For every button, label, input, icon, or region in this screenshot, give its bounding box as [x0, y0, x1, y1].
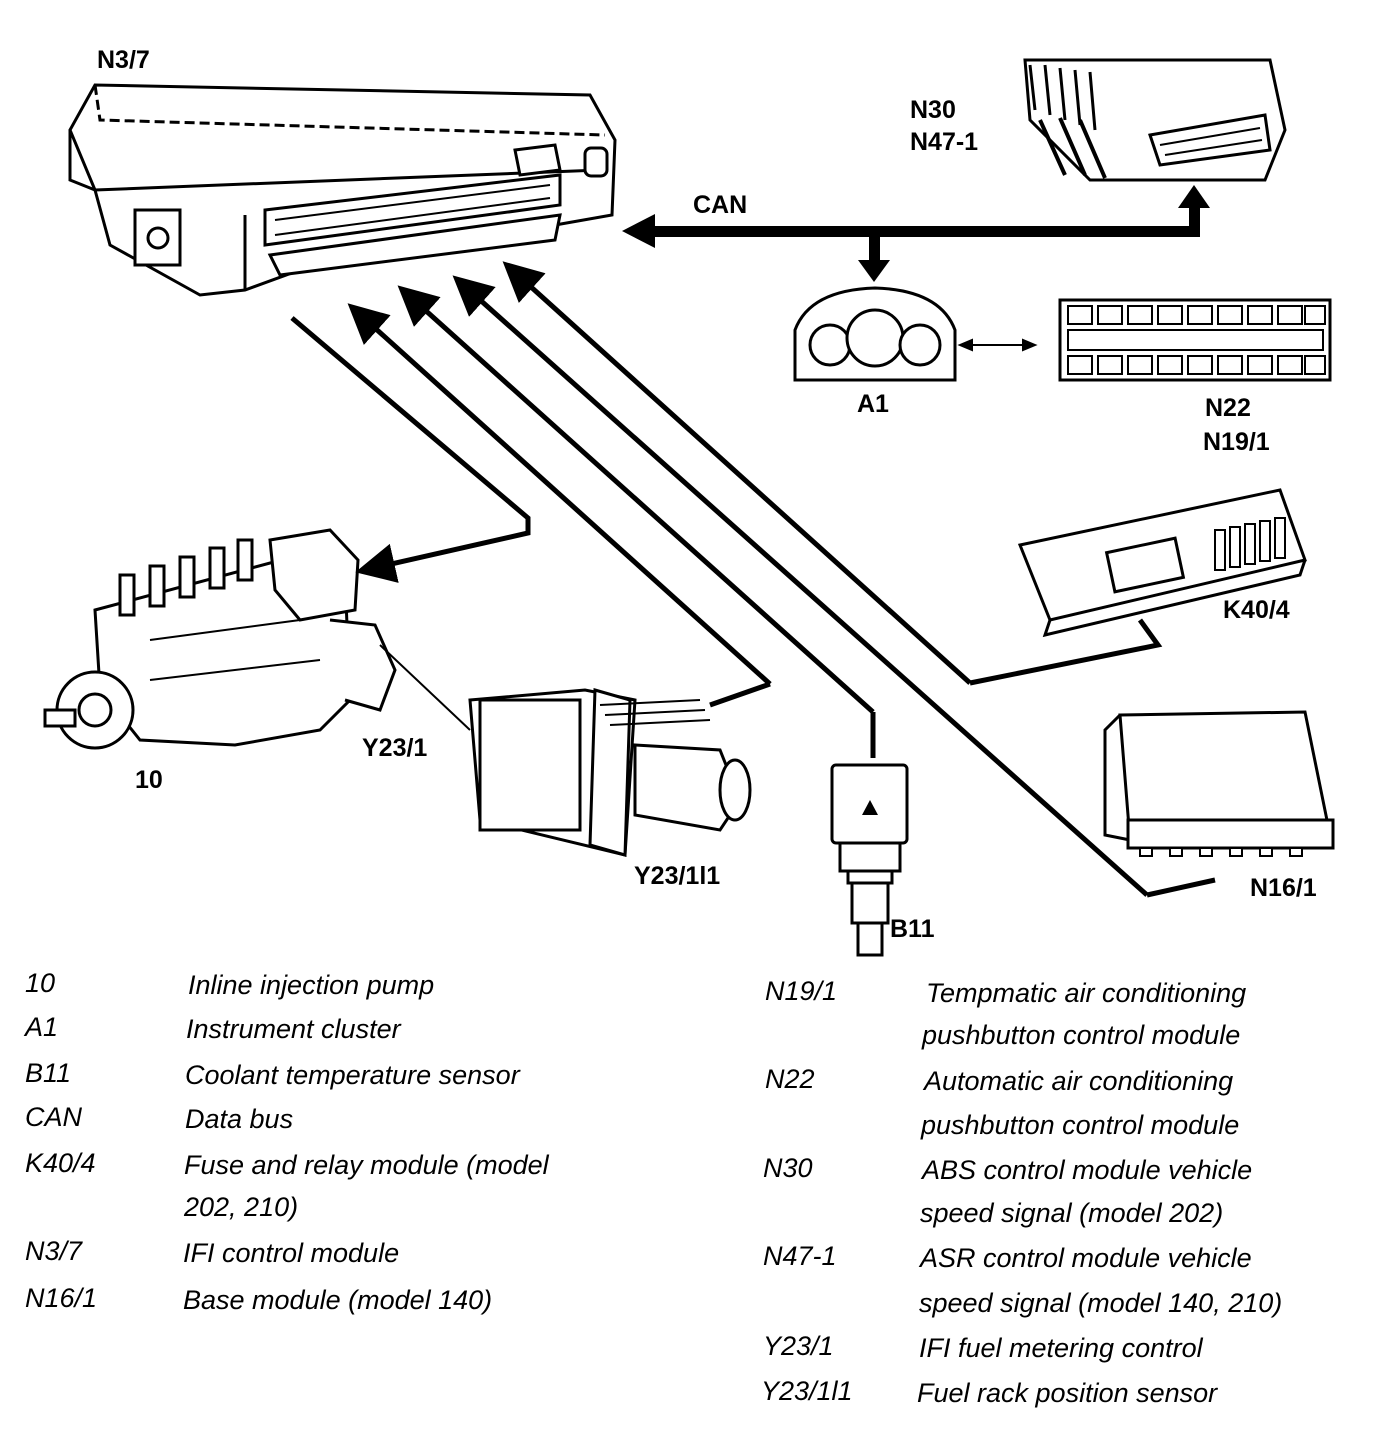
label-n22: N22: [1205, 394, 1251, 422]
legend-code: N19/1: [765, 976, 838, 1006]
ac-pushbutton-control-module-n22-n19-1: [1058, 298, 1332, 382]
signal-wires: [290, 261, 1216, 898]
legend-desc: Fuel rack position sensor: [917, 1378, 1218, 1408]
legend-code: Y23/1l1: [761, 1376, 853, 1406]
legend-code: A1: [25, 1012, 59, 1042]
label-n47-1: N47-1: [910, 128, 979, 156]
label-pump-10: 10: [135, 766, 163, 794]
legend-code: N47-1: [763, 1241, 837, 1271]
label-y23-1: Y23/1: [362, 734, 428, 762]
legend-code: N16/1: [25, 1283, 98, 1313]
fuel-rack-position-sensor-y23-1l1: [468, 688, 752, 857]
legend-desc: Base module (model 140): [183, 1285, 493, 1315]
legend-code: N30: [763, 1153, 813, 1183]
label-n19-1: N19/1: [1203, 428, 1270, 456]
legend-code: CAN: [25, 1102, 83, 1132]
a1-n22-link: [957, 338, 1038, 352]
legend-desc: Coolant temperature sensor: [185, 1060, 520, 1090]
abs-asr-control-module-n30-n47-1: [1023, 58, 1287, 182]
legend-code: Y23/1: [763, 1331, 834, 1361]
legend-desc: speed signal (model 202): [920, 1198, 1224, 1228]
legend-desc: pushbutton control module: [921, 1110, 1240, 1140]
label-n3-7: N3/7: [97, 46, 150, 74]
fuse-relay-module-k40-4: [1017, 488, 1307, 638]
legend-desc: speed signal (model 140, 210): [919, 1288, 1283, 1318]
legend-desc: Inline injection pump: [188, 970, 435, 1000]
legend-desc: pushbutton control module: [922, 1020, 1241, 1050]
legend-desc: ASR control module vehicle: [920, 1243, 1252, 1273]
legend-desc: Tempmatic air conditioning: [926, 978, 1247, 1008]
legend-desc: 202, 210): [184, 1192, 299, 1222]
label-can: CAN: [693, 191, 748, 219]
can-bus-lines: [622, 185, 1210, 282]
legend-desc: Instrument cluster: [186, 1014, 401, 1044]
legend-desc: IFI control module: [183, 1238, 400, 1268]
instrument-cluster-a1: [793, 286, 957, 382]
legend-desc: ABS control module vehicle: [922, 1155, 1253, 1185]
label-y23-1l1: Y23/1l1: [634, 862, 721, 890]
label-b11: B11: [890, 915, 935, 943]
label-a1: A1: [857, 390, 889, 418]
legend-desc: IFI fuel metering control: [919, 1333, 1203, 1363]
label-n30: N30: [910, 96, 956, 124]
label-n16-1: N16/1: [1250, 874, 1317, 902]
base-module-n16-1: [1103, 710, 1335, 857]
label-k40-4: K40/4: [1223, 596, 1290, 624]
legend-desc: Fuse and relay module (model: [184, 1150, 549, 1180]
coolant-temperature-sensor-b11: [830, 763, 909, 957]
ifi-control-module-n3-7: [68, 83, 617, 297]
inline-injection-pump-10: [43, 528, 397, 750]
legend-code: 10: [25, 968, 56, 998]
legend-code: N3/7: [25, 1236, 83, 1266]
legend-code: N22: [765, 1064, 815, 1094]
legend-desc: Data bus: [185, 1104, 294, 1134]
legend-desc: Automatic air conditioning: [924, 1066, 1234, 1096]
legend-code: K40/4: [25, 1148, 96, 1178]
legend-code: B11: [25, 1058, 72, 1088]
